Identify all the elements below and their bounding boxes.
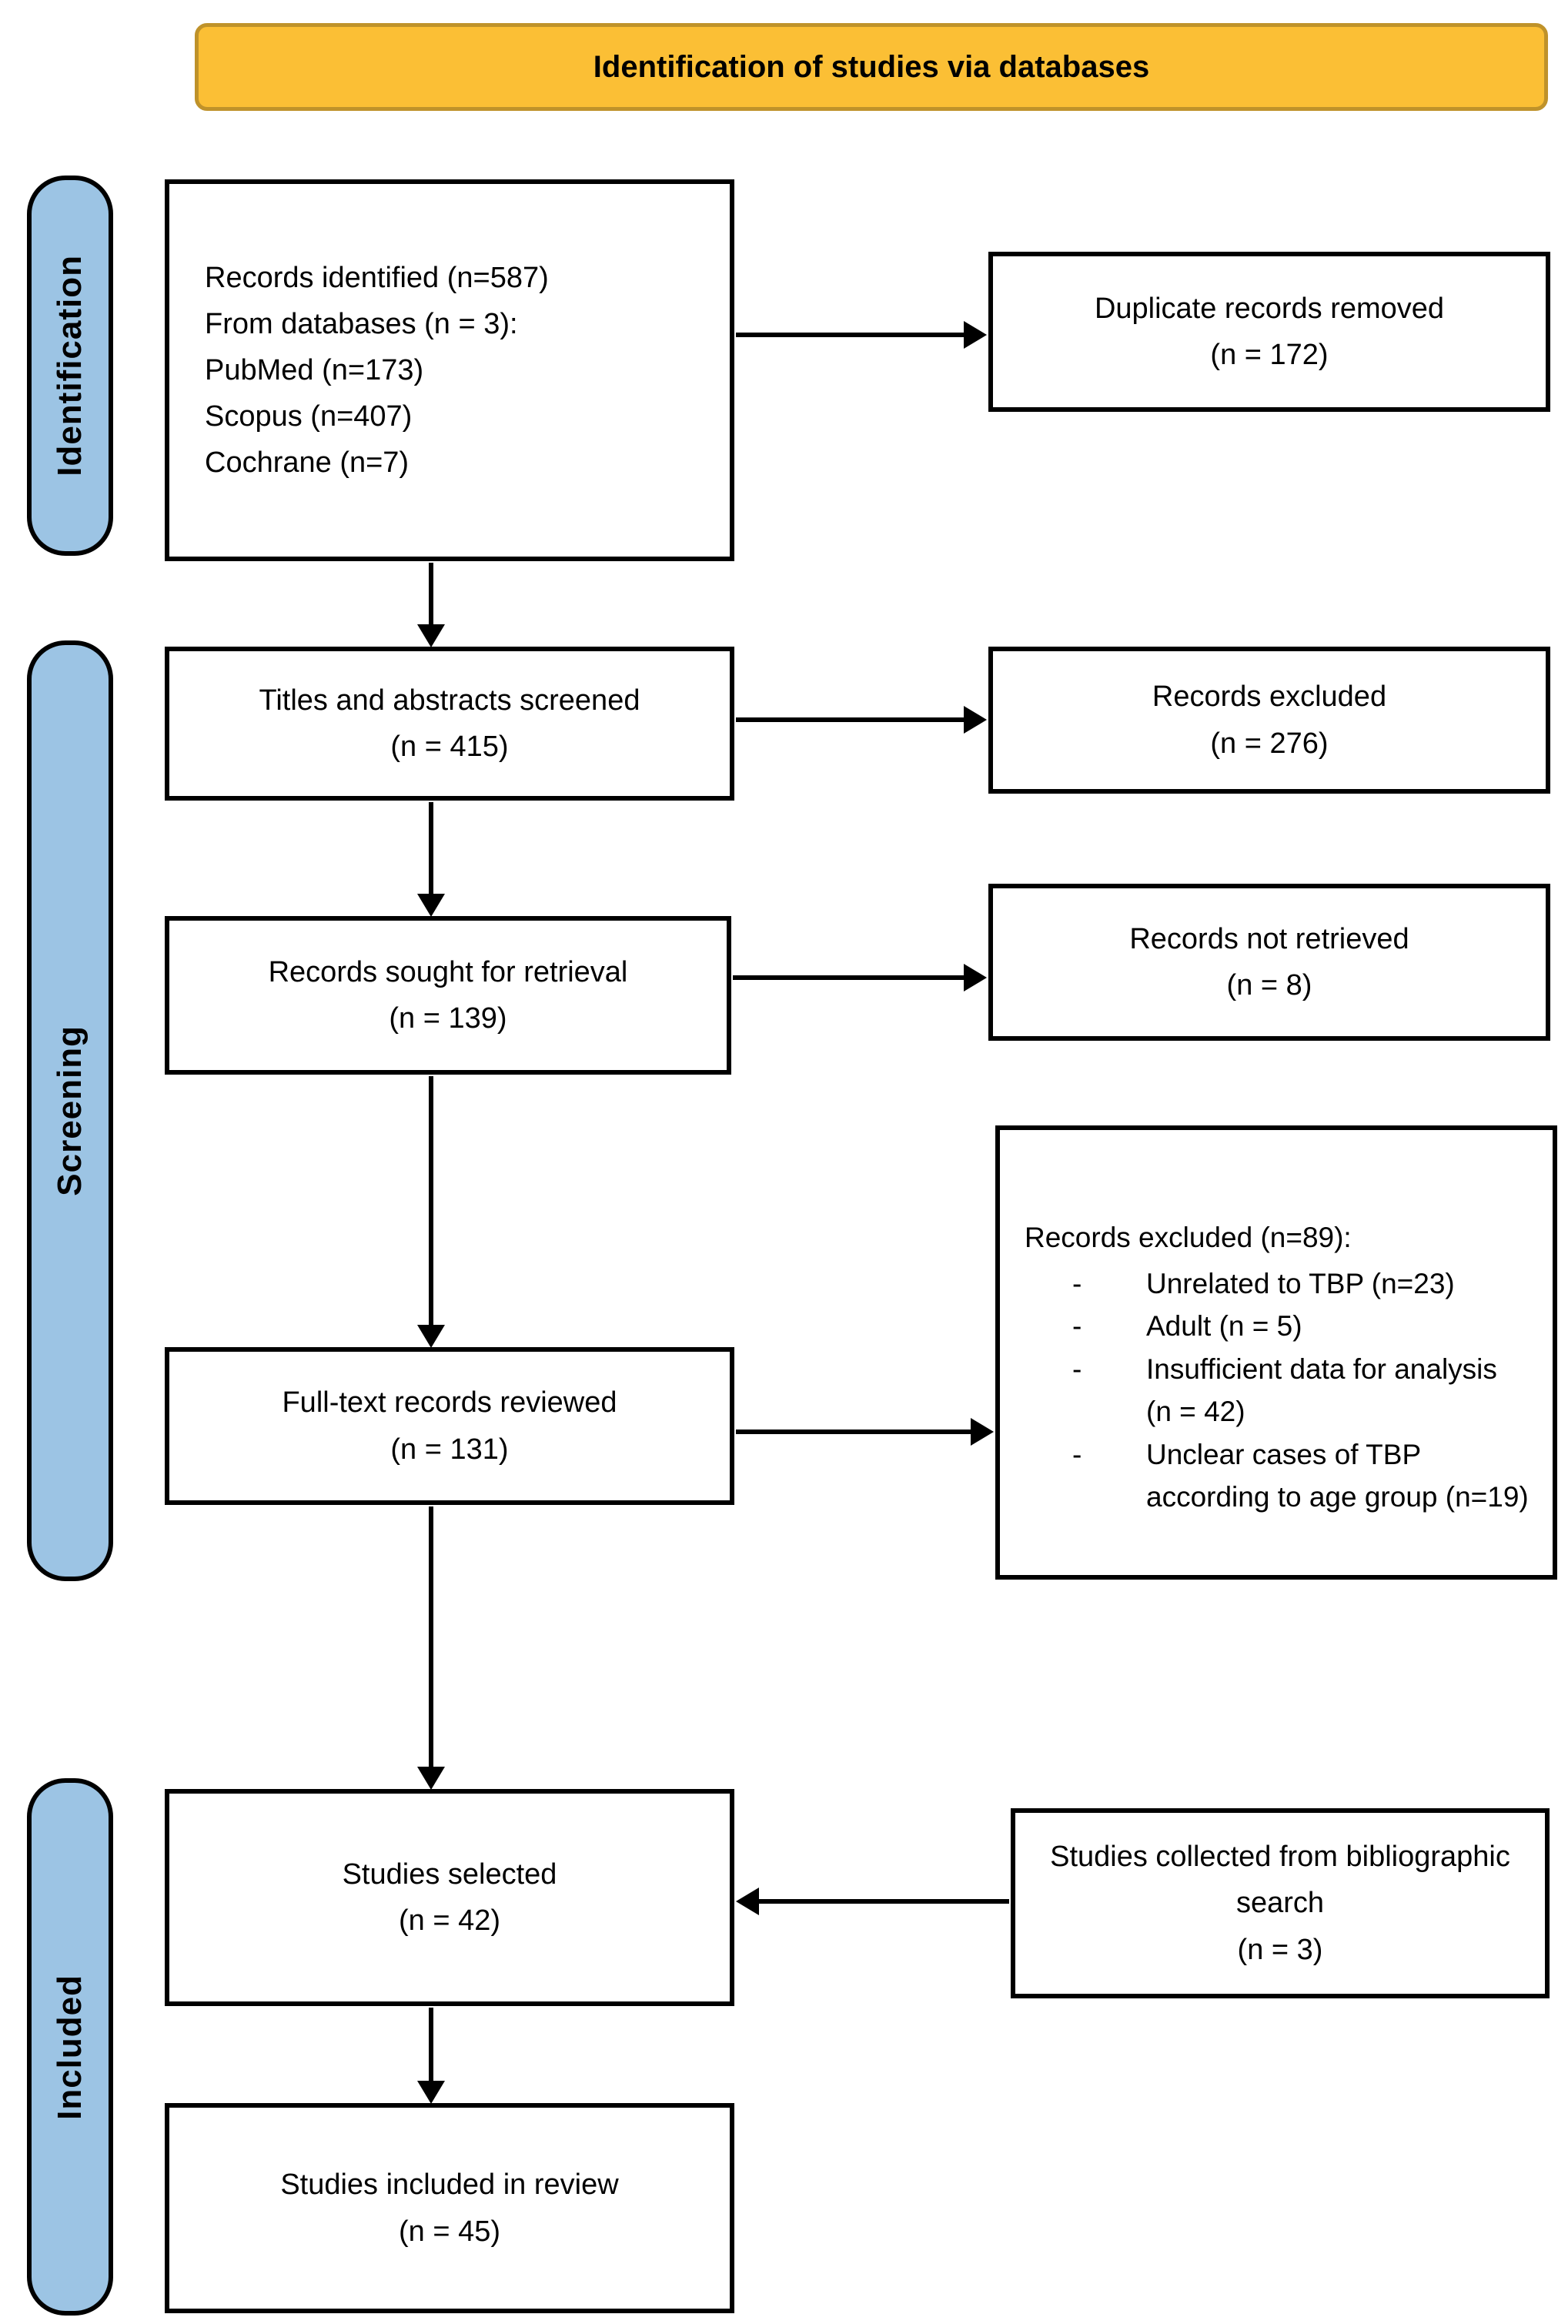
arrow-head-down-icon xyxy=(417,894,445,917)
diagram-title-banner: Identification of studies via databases xyxy=(195,23,1548,111)
arrow-head-right-icon xyxy=(964,321,987,349)
box-duplicate-records-removed-text: Duplicate records removed (n = 172) xyxy=(1094,292,1445,371)
box-duplicate-records-removed: Duplicate records removed (n = 172) xyxy=(988,252,1550,412)
arrow-head-down-icon xyxy=(417,1767,445,1790)
box-records-sought-retrieval-text: Records sought for retrieval (n = 139) xyxy=(268,955,628,1035)
box-studies-selected-text: Studies selected (n = 42) xyxy=(342,1858,557,1937)
arrow-head-right-icon xyxy=(964,964,987,991)
box-studies-bibliographic-search-text: Studies collected from bibliographic sea… xyxy=(1050,1841,1510,1966)
box-records-sought-retrieval: Records sought for retrieval (n = 139) xyxy=(165,916,731,1075)
arrow-head-down-icon xyxy=(417,624,445,647)
arrow-shaft xyxy=(736,717,967,722)
box-fulltext-records-reviewed: Full-text records reviewed (n = 131) xyxy=(165,1347,734,1505)
stage-label-identification: Identification xyxy=(51,255,89,477)
stage-bar-identification: Identification xyxy=(27,176,113,556)
arrow-shaft xyxy=(429,563,433,625)
stage-label-screening: Screening xyxy=(51,1025,89,1196)
arrow-selected-to-included xyxy=(417,2008,445,2104)
box-fulltext-records-excluded: Records excluded (n=89): Unrelated to TB… xyxy=(995,1125,1557,1580)
box-records-excluded: Records excluded (n = 276) xyxy=(988,647,1550,794)
stage-label-included: Included xyxy=(51,1974,89,2120)
box-records-identified: Records identified (n=587) From database… xyxy=(165,179,734,561)
arrow-fulltext-to-selected xyxy=(417,1506,445,1790)
arrow-shaft xyxy=(733,975,967,980)
arrow-head-right-icon xyxy=(971,1418,994,1446)
arrow-bibliographic-to-selected xyxy=(736,1888,1009,1915)
arrow-shaft xyxy=(429,2008,433,2082)
arrow-head-right-icon xyxy=(964,706,987,734)
exclusion-reason: Unclear cases of TBP according to age gr… xyxy=(1025,1433,1530,1519)
fulltext-excluded-heading: Records excluded (n=89): xyxy=(1025,1222,1352,1253)
box-studies-selected: Studies selected (n = 42) xyxy=(165,1789,734,2006)
arrow-screened-to-sought xyxy=(417,802,445,917)
box-titles-abstracts-screened-text: Titles and abstracts screened (n = 415) xyxy=(259,684,640,763)
arrow-shaft xyxy=(429,1506,433,1767)
box-records-excluded-text: Records excluded (n = 276) xyxy=(1152,680,1387,760)
arrow-shaft xyxy=(429,802,433,894)
arrow-screened-to-excluded xyxy=(736,706,987,734)
arrow-fulltext-to-excluded-reasons xyxy=(736,1418,994,1446)
box-studies-included-review: Studies included in review (n = 45) xyxy=(165,2103,734,2313)
arrow-shaft xyxy=(756,1899,1009,1904)
stage-bar-included: Included xyxy=(27,1778,113,2316)
arrow-head-down-icon xyxy=(417,2081,445,2104)
box-studies-bibliographic-search: Studies collected from bibliographic sea… xyxy=(1011,1808,1550,1998)
box-fulltext-records-reviewed-text: Full-text records reviewed (n = 131) xyxy=(282,1386,617,1466)
arrow-sought-to-not-retrieved xyxy=(733,964,987,991)
diagram-title: Identification of studies via databases xyxy=(593,49,1150,84)
stage-bar-screening: Screening xyxy=(27,640,113,1581)
arrow-head-left-icon xyxy=(736,1888,759,1915)
fulltext-excluded-reason-list: Unrelated to TBP (n=23) Adult (n = 5) In… xyxy=(1025,1262,1530,1519)
box-records-not-retrieved-text: Records not retrieved (n = 8) xyxy=(1129,922,1409,1001)
arrow-shaft xyxy=(736,333,967,337)
box-records-not-retrieved: Records not retrieved (n = 8) xyxy=(988,884,1550,1041)
arrow-identified-to-screened xyxy=(417,563,445,647)
arrow-head-down-icon xyxy=(417,1325,445,1348)
exclusion-reason: Insufficient data for analysis (n = 42) xyxy=(1025,1348,1530,1433)
arrow-shaft xyxy=(736,1430,974,1434)
exclusion-reason: Adult (n = 5) xyxy=(1025,1305,1530,1348)
box-titles-abstracts-screened: Titles and abstracts screened (n = 415) xyxy=(165,647,734,801)
box-records-identified-text: Records identified (n=587) From database… xyxy=(205,261,549,480)
exclusion-reason: Unrelated to TBP (n=23) xyxy=(1025,1262,1530,1306)
box-studies-included-review-text: Studies included in review (n = 45) xyxy=(280,2169,619,2248)
arrow-shaft xyxy=(429,1076,433,1326)
arrow-sought-to-fulltext xyxy=(417,1076,445,1348)
arrow-identified-to-duplicates xyxy=(736,321,987,349)
